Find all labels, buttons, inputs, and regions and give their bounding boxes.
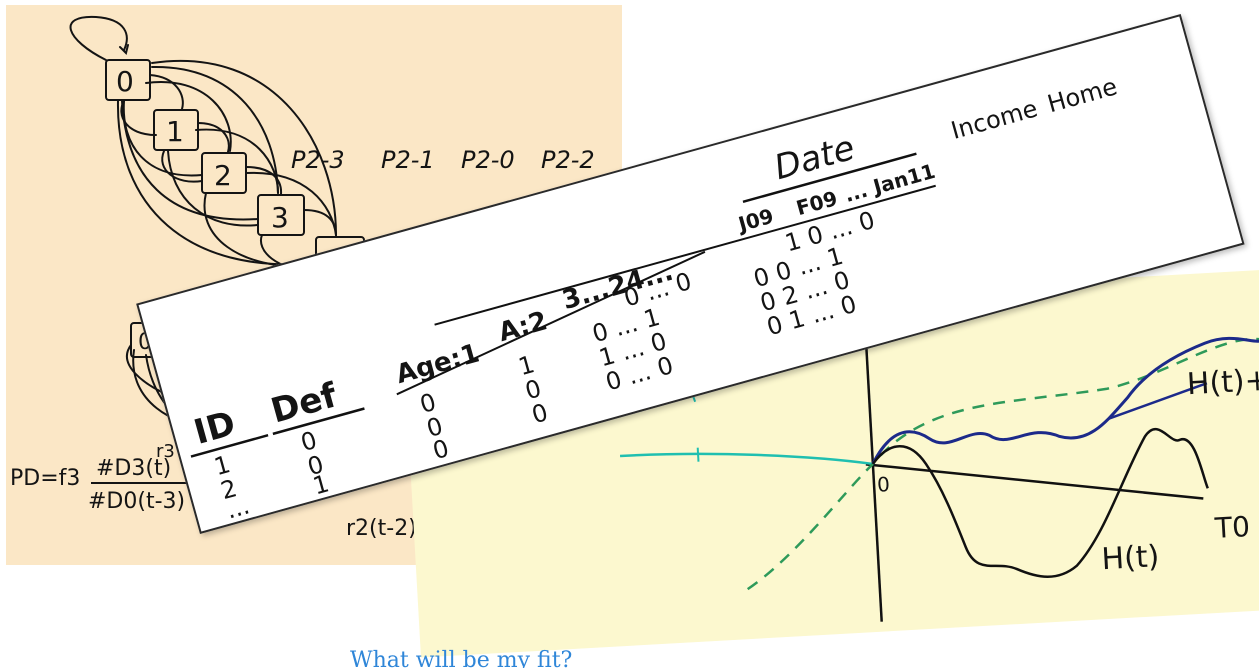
table-cell: 0 <box>522 374 544 405</box>
rate-label: r3 <box>156 441 175 462</box>
formula-numerator: #D3(t) <box>96 456 171 481</box>
transition-label: P2-1 <box>381 146 435 174</box>
state-label: 3 <box>271 201 289 234</box>
transition-label: P2-3 <box>291 146 345 174</box>
curves-sketch: 0 T0 H(t) H(t)+y <box>619 312 1259 622</box>
table-cell: 1 <box>515 350 537 381</box>
state-box <box>105 59 151 101</box>
formula-lhs: PD=f3 <box>10 466 80 491</box>
axis-end-label: T0 <box>1213 510 1251 545</box>
transition-label: P2-0 <box>461 146 515 174</box>
table-sketch: Date Income Home J09 F09 ... Jan11 ID De… <box>190 72 1121 524</box>
state-label: 2 <box>214 159 232 192</box>
curves-card: 0 T0 H(t) H(t)+y <box>402 269 1259 658</box>
table-group-header: Date <box>770 128 859 188</box>
table-cell: 0 <box>298 426 320 457</box>
table-cell: 0 <box>529 398 551 429</box>
curve-label-upper: H(t)+y <box>1186 362 1259 403</box>
axis-origin-label: 0 <box>876 472 890 497</box>
table-extra-header: Home <box>1044 72 1120 118</box>
caption: What will be my fit? <box>350 648 573 668</box>
table-cell: 2 <box>218 474 240 505</box>
table-cell: 0 <box>424 412 446 443</box>
table-cell: 0 <box>304 450 326 481</box>
markov-chain-sketch: 0 1 2 3 4 P2-3 P2-1 P2-0 P2-2 0 1 2 <box>10 15 595 541</box>
table-cell: 0 <box>417 388 439 419</box>
table-extra-header: Income <box>948 94 1041 145</box>
table-cell: ... <box>223 491 253 524</box>
curve-label-lower: H(t) <box>1101 539 1161 577</box>
column-header: Def <box>267 375 343 432</box>
state-label: 1 <box>166 115 184 148</box>
table-cell: 1 <box>211 450 233 481</box>
table-card: Date Income Home J09 F09 ... Jan11 ID De… <box>136 14 1245 535</box>
column-header: Age:1 <box>393 339 483 391</box>
date-header: ... <box>842 178 870 207</box>
table-cell: 0 <box>430 434 452 465</box>
formula-denominator: #D0(t-3) <box>88 489 185 514</box>
state-label: 0 <box>116 65 134 98</box>
table-cell: 1 <box>310 469 332 500</box>
transition-label: P2-2 <box>541 146 595 174</box>
